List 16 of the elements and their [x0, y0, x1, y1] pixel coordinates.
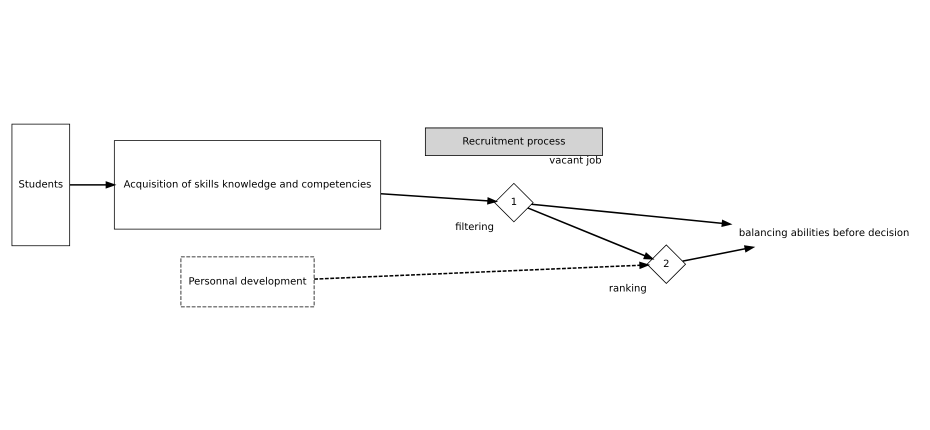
node-diamond: 1 — [494, 182, 534, 222]
node-box: Acquisition of skills knowledge and competencies — [114, 140, 382, 230]
node-box: Recruitment process — [424, 127, 603, 156]
node-diamond: 2 — [646, 244, 686, 284]
node-label: ranking — [608, 282, 647, 294]
node-box: Students — [12, 123, 70, 246]
node-label: filtering — [455, 221, 494, 232]
node-box: Personnal development — [180, 256, 314, 307]
arrow — [531, 203, 732, 227]
arrow — [528, 206, 654, 260]
node-label: vacant job — [549, 155, 602, 166]
arrow — [70, 180, 116, 188]
arrow — [314, 261, 650, 280]
arrow — [682, 244, 756, 262]
arrow — [380, 192, 498, 204]
node-text: balancing abilities before decision — [738, 228, 910, 239]
